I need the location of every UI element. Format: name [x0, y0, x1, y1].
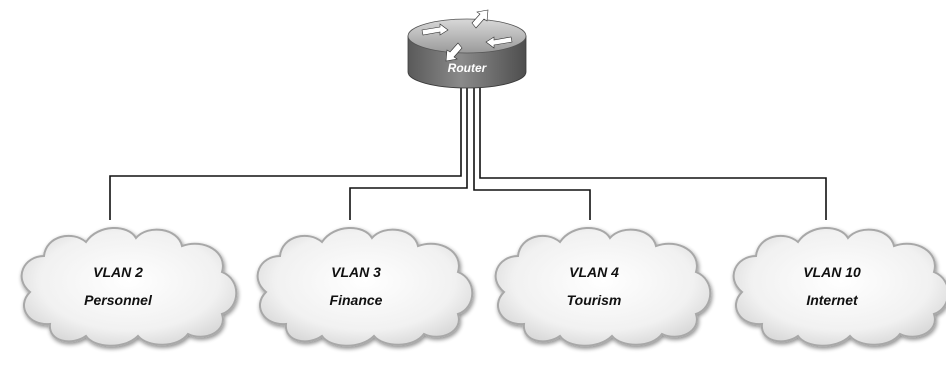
vlan-id: VLAN 2: [93, 264, 143, 280]
vlan-cloud[interactable]: VLAN 4 Tourism: [494, 226, 712, 347]
vlan-cloud[interactable]: VLAN 2 Personnel: [20, 226, 238, 347]
vlan-id: VLAN 4: [569, 264, 619, 280]
router[interactable]: Router: [407, 9, 527, 89]
connection-lines: [109, 88, 827, 220]
link-vlan-3: [349, 88, 468, 220]
router-label: Router: [448, 61, 488, 75]
vlan-cloud[interactable]: VLAN 3 Finance: [256, 226, 474, 347]
vlan-cloud[interactable]: VLAN 10 Internet: [732, 226, 946, 347]
vlan-name: Personnel: [84, 292, 153, 308]
vlan-name: Tourism: [567, 292, 622, 308]
link-vlan-4: [473, 88, 591, 220]
vlan-id: VLAN 10: [803, 264, 861, 280]
router-icon: [407, 9, 527, 89]
link-vlan-2: [109, 88, 462, 220]
vlan-name: Finance: [330, 292, 383, 308]
link-vlan-10: [479, 88, 827, 220]
vlan-id: VLAN 3: [331, 264, 381, 280]
vlan-name: Internet: [806, 292, 859, 308]
